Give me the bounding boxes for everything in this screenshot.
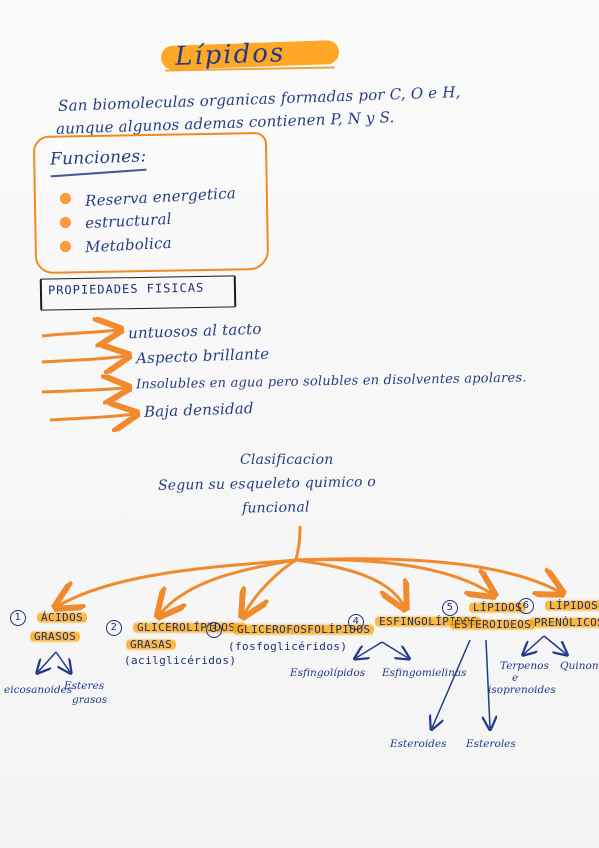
subcategory-label: eicosanoides bbox=[4, 684, 73, 696]
property-arrow-icon bbox=[41, 330, 118, 336]
subcategory-label: Esteroles bbox=[466, 738, 516, 750]
subcategory-label: grasos bbox=[72, 694, 108, 706]
bullet-dot bbox=[60, 193, 71, 204]
property-arrow-icon bbox=[49, 414, 134, 420]
category-label: (fosfoglicéridos) bbox=[228, 640, 348, 653]
tree-branch-icon bbox=[160, 558, 297, 614]
subcategory-label: Terpenos bbox=[500, 660, 549, 672]
bullet-dot bbox=[60, 241, 71, 252]
clasificacion-title: Clasificacion bbox=[240, 452, 334, 468]
subcategory-label: Quinonas bbox=[560, 660, 599, 672]
subcategory-label: Esfingolípidos bbox=[290, 667, 366, 679]
subcategory-label: e bbox=[512, 672, 519, 684]
category-number: 2 bbox=[106, 620, 122, 636]
property-arrow-icon bbox=[41, 356, 126, 362]
category-label: LÍPIDOS bbox=[545, 599, 599, 612]
subtree-arrow-icon bbox=[381, 641, 408, 658]
subtree-arrow-icon bbox=[356, 641, 383, 658]
property-arrow-icon bbox=[41, 388, 126, 392]
category-label: ÁCIDOS bbox=[37, 611, 88, 624]
subcategory-label: isoprenoides bbox=[488, 684, 556, 696]
category-label: GRASOS bbox=[30, 630, 81, 643]
subtree-arrow-icon bbox=[524, 635, 545, 654]
category-6: 6 LÍPIDOS PRENÓLICOS bbox=[518, 598, 599, 629]
category-1: 1 ÁCIDOS GRASOS bbox=[10, 610, 88, 643]
category-3: 3 GLICEROFOSFOLÍPIDOS (fosfoglicéridos) bbox=[206, 622, 375, 653]
category-label: LÍPIDOS bbox=[469, 601, 527, 614]
propiedades-title: PROPIEDADES FISICAS bbox=[47, 280, 205, 298]
category-label: PRENÓLICOS bbox=[530, 616, 599, 629]
subtree-arrow-icon bbox=[38, 651, 57, 672]
tree-branch-icon bbox=[295, 558, 492, 594]
subcategory-label: Esfingomielinas bbox=[382, 667, 467, 679]
propiedad-item: untuosos al tacto bbox=[127, 319, 262, 343]
funciones-title: Funciones: bbox=[49, 146, 147, 178]
category-number: 5 bbox=[442, 600, 458, 616]
propiedad-item: Baja densidad bbox=[143, 399, 254, 421]
tree-stem bbox=[294, 525, 302, 561]
category-label: (acilglicéridos) bbox=[124, 654, 237, 667]
propiedad-item: Aspecto brillante bbox=[135, 344, 270, 368]
category-label: GRASAS bbox=[126, 638, 177, 651]
category-number: 3 bbox=[206, 622, 222, 638]
category-number: 1 bbox=[10, 610, 26, 626]
bullet-dot bbox=[60, 217, 71, 228]
subcategory-label: Esteroides bbox=[390, 738, 447, 750]
category-label: ESTEROIDEOS bbox=[450, 618, 536, 631]
propiedad-item: Insolubles en agua pero solubles en diso… bbox=[135, 370, 527, 393]
subtree-arrow-icon bbox=[543, 635, 566, 654]
category-5: 5 LÍPIDOS ESTEROIDEOS bbox=[442, 600, 536, 631]
tree-branch-icon bbox=[244, 558, 297, 614]
clasificacion-subtitle-line1: Segun su esqueleto quimico o bbox=[157, 474, 377, 494]
intro-line-1: San biomoleculas organicas formadas por … bbox=[57, 82, 461, 116]
tree-branch-icon bbox=[295, 558, 404, 606]
clasificacion-subtitle-line2: funcional bbox=[241, 499, 310, 517]
category-number: 6 bbox=[518, 598, 534, 614]
tree-branch-icon bbox=[58, 558, 297, 606]
page-title: Lípidos bbox=[155, 34, 343, 76]
subtree-arrow-icon bbox=[432, 639, 471, 728]
funciones-title-text: Funciones: bbox=[49, 146, 147, 170]
subcategory-label: Esteres bbox=[64, 680, 105, 692]
tree-branch-icon bbox=[295, 557, 560, 592]
category-label: GLICEROFOSFOLÍPIDOS bbox=[233, 623, 375, 636]
category-number: 4 bbox=[348, 614, 364, 630]
subtree-arrow-icon bbox=[55, 651, 70, 672]
